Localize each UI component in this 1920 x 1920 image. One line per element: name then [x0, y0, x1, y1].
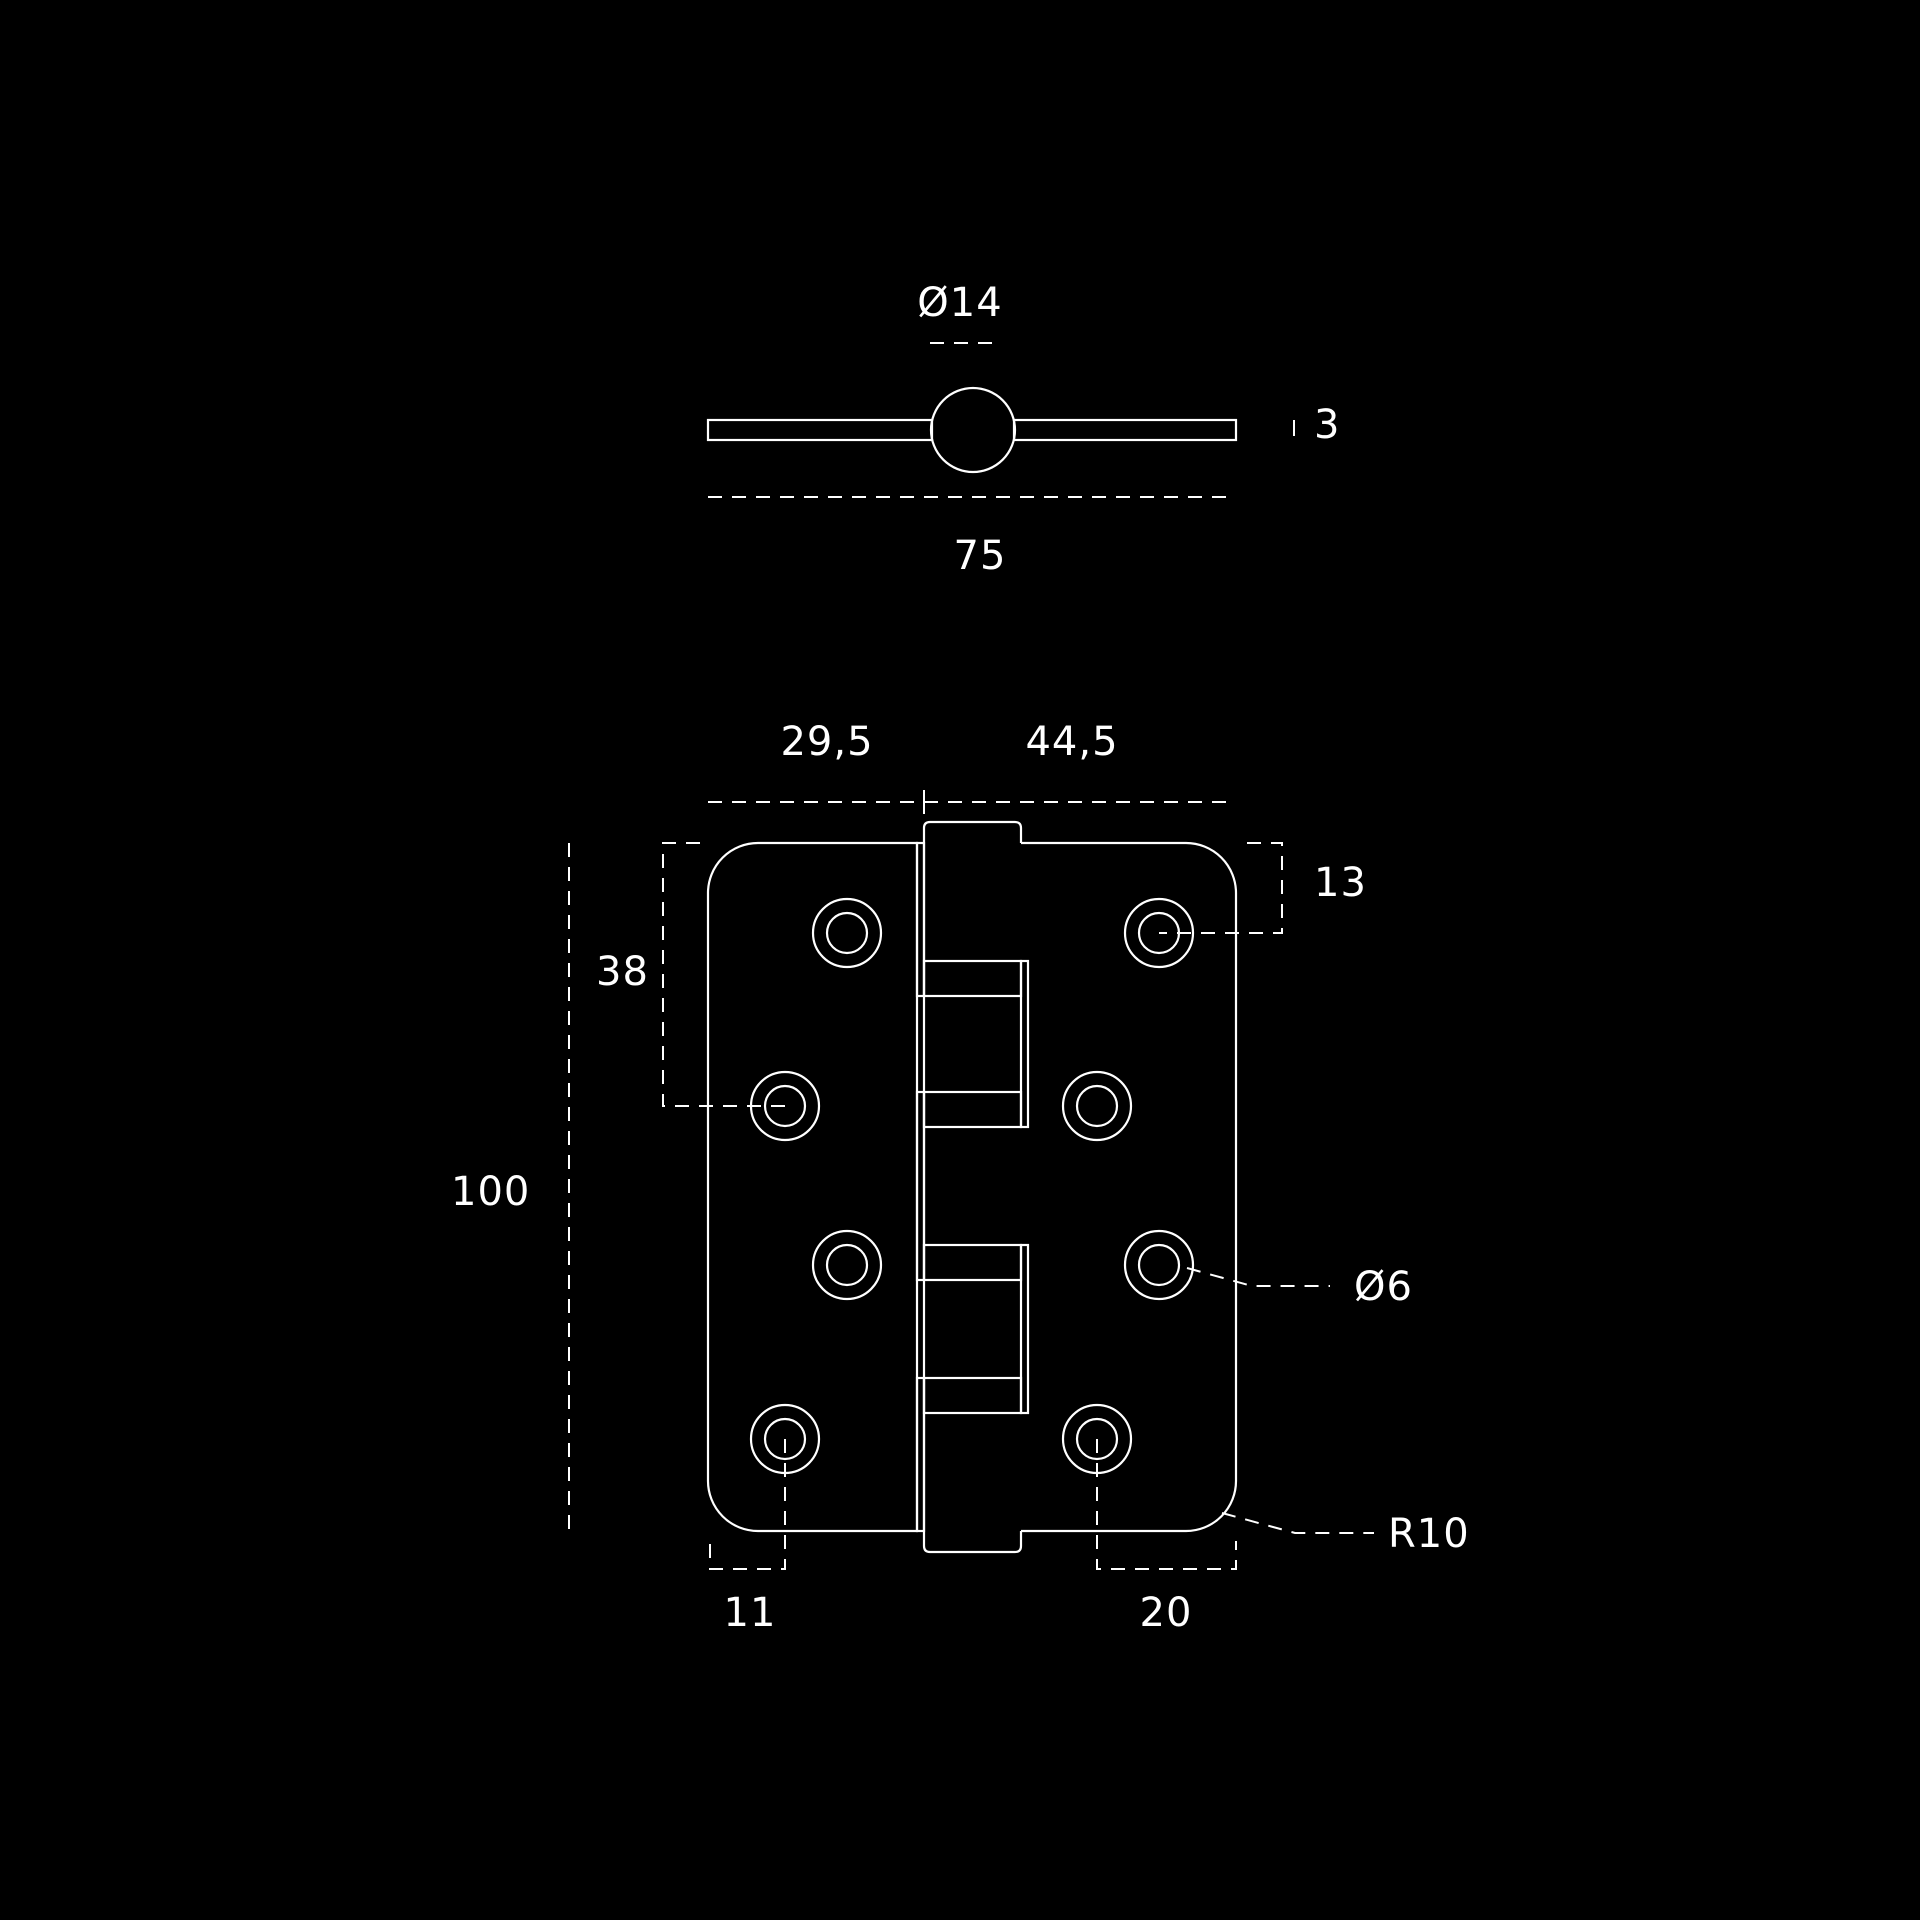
knuckle-tab-9 — [915, 1376, 926, 1533]
left-leaf-width-label: 29,5 — [780, 719, 873, 765]
screw-hole — [811, 1229, 883, 1301]
hole-diameter-label: Ø6 — [1354, 1264, 1413, 1310]
overall-width-label: 75 — [954, 533, 1007, 579]
screw-hole — [811, 897, 883, 969]
knuckle-tab-2 — [922, 959, 1023, 998]
knuckle-tab-1 — [915, 841, 926, 998]
top-view-left-leaf — [706, 418, 934, 442]
hole-diameter-leader — [1186, 1267, 1330, 1287]
screw-hole — [1061, 1070, 1133, 1142]
left-leaf-outline — [706, 841, 919, 1533]
top-view-right-leaf — [1012, 418, 1238, 442]
corner-radius-label: R10 — [1388, 1511, 1470, 1557]
right-leaf-outline — [1021, 841, 1238, 1533]
knuckle-tab-4 — [922, 1090, 1023, 1129]
top-hole-offset-label: 13 — [1314, 860, 1367, 906]
hinge-front-view — [706, 820, 1238, 1554]
hinge-top-view — [706, 386, 1238, 474]
height-label: 100 — [451, 1169, 530, 1215]
knuckle-tab-8 — [922, 1376, 1023, 1415]
pin-bottom-cap — [922, 1531, 1023, 1554]
right-leaf-width-label: 44,5 — [1025, 719, 1118, 765]
top-view-knuckle — [929, 386, 1017, 474]
knuckle-tab-6 — [922, 1243, 1023, 1282]
top-hole-offset-dimension-line — [1159, 842, 1283, 934]
bottom-left-offset-dimension-line — [709, 1439, 786, 1570]
bottom-right-offset-label: 20 — [1140, 1590, 1193, 1636]
second-hole-offset-dimension-line — [662, 842, 785, 1107]
screw-hole — [1123, 1229, 1195, 1301]
bottom-right-offset-dimension-line — [1096, 1439, 1237, 1570]
corner-radius-leader — [1221, 1512, 1374, 1534]
knuckle-tab-5 — [915, 1090, 926, 1282]
bottom-left-offset-label: 11 — [724, 1590, 777, 1636]
knuckle-tab-7 — [1019, 1243, 1030, 1415]
thickness-label: 3 — [1314, 402, 1340, 448]
pin-top-cap — [922, 820, 1023, 843]
knuckle-tab-3 — [1019, 959, 1030, 1129]
second-hole-offset-label: 38 — [596, 949, 649, 995]
pin-diameter-label: Ø14 — [917, 280, 1002, 326]
